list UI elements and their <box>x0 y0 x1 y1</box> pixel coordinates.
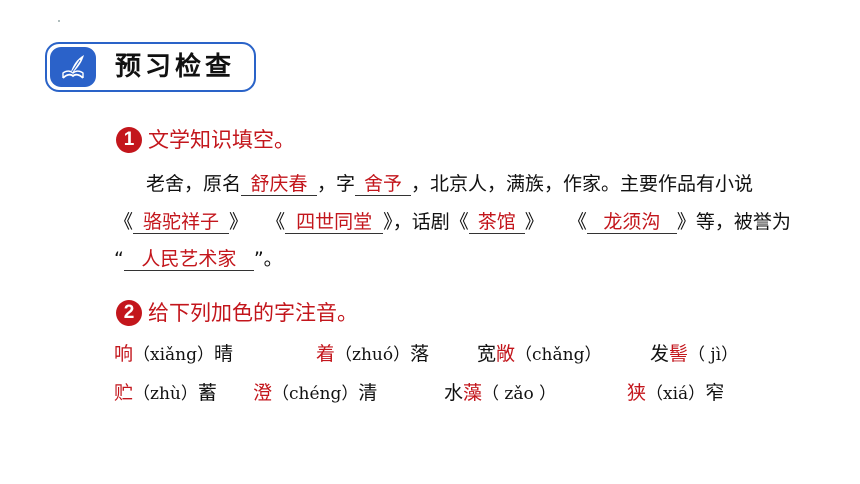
answer-blank: 四世同堂 <box>285 211 384 234</box>
pinyin-item: 宽敞（chǎng） <box>477 342 601 367</box>
text: 》 <box>229 211 249 233</box>
pinyin-item: 澄（chéng）清 <box>253 381 377 406</box>
answer-blank: 人民艺术家 <box>123 248 254 271</box>
text: 落 <box>410 343 430 365</box>
pinyin: （xiá） <box>646 384 706 404</box>
pinyin-item: 着（zhuó）落 <box>316 342 429 367</box>
pinyin: （zhuó） <box>335 345 411 365</box>
pinyin: （chéng） <box>272 384 359 404</box>
pinyin-item: 发髻（ jì） <box>650 342 738 367</box>
pinyin-item: 狭（xiá）窄 <box>627 381 724 406</box>
page-title: 预习检查 <box>115 52 236 82</box>
colored-char: 着 <box>316 343 336 365</box>
colored-char: 敞 <box>496 343 516 365</box>
colored-char: 贮 <box>114 382 134 404</box>
text: ，北京人，满族，作家。主要作品有小说 <box>411 173 754 195</box>
pinyin: （ jì） <box>688 345 739 365</box>
colored-char: 响 <box>114 343 134 365</box>
pinyin-item: 水藻（ zǎo ） <box>444 381 556 406</box>
text: 晴 <box>214 343 234 365</box>
text: 水 <box>444 382 464 404</box>
quill-book-icon <box>50 47 96 87</box>
text: 蓄 <box>197 382 217 404</box>
answer-blank: 龙须沟 <box>586 211 677 234</box>
text: 《 <box>114 211 134 233</box>
colored-char: 藻 <box>463 382 483 404</box>
text: 老舍，原名 <box>146 173 242 195</box>
colored-char: 髻 <box>669 343 689 365</box>
answer-blank: 骆驼祥子 <box>133 211 230 234</box>
answer-blank: 茶馆 <box>468 211 525 234</box>
colored-char: 狭 <box>627 382 647 404</box>
pinyin-item: 贮（zhù）蓄 <box>114 381 217 406</box>
text: ，话剧《 <box>392 211 469 233</box>
section1-line1: 老舍，原名舒庆春，字舍予，北京人，满族，作家。主要作品有小说 <box>146 172 753 196</box>
text: 清 <box>358 382 378 404</box>
pinyin: （chǎng） <box>515 345 602 365</box>
section2-title: 给下列加色的字注音。 <box>148 301 358 325</box>
text: 》 <box>524 211 544 233</box>
section2-number: 2 <box>116 300 142 326</box>
text: ”。 <box>253 248 283 270</box>
pinyin: （zhù） <box>133 384 198 404</box>
pinyin: （ zǎo ） <box>482 384 557 404</box>
text: ，字 <box>317 173 356 195</box>
text: 《 <box>567 211 587 233</box>
text: 》 <box>383 211 393 233</box>
text: 窄 <box>705 382 725 404</box>
section1-line2: 《骆驼祥子》 《四世同堂》，话剧《茶馆》 《龙须沟》等，被誉为 <box>114 210 791 234</box>
section1-number: 1 <box>116 127 142 153</box>
text: 》等，被誉为 <box>676 211 791 233</box>
section-header: 预习检查 <box>45 42 256 92</box>
section1-heading: 1 文学知识填空。 <box>116 125 295 155</box>
pinyin-item: 响（xiǎng）晴 <box>114 342 233 367</box>
text: 发 <box>650 343 670 365</box>
decorative-dot <box>58 20 60 22</box>
answer-blank: 舍予 <box>355 173 412 196</box>
section1-line3: “人民艺术家”。 <box>114 247 283 271</box>
text: 《 <box>266 211 286 233</box>
pinyin: （xiǎng） <box>133 345 215 365</box>
section1-title: 文学知识填空。 <box>148 128 295 152</box>
section2-heading: 2 给下列加色的字注音。 <box>116 298 358 328</box>
text: 宽 <box>477 343 497 365</box>
text: “ <box>114 248 124 270</box>
answer-blank: 舒庆春 <box>241 173 318 196</box>
colored-char: 澄 <box>253 382 273 404</box>
